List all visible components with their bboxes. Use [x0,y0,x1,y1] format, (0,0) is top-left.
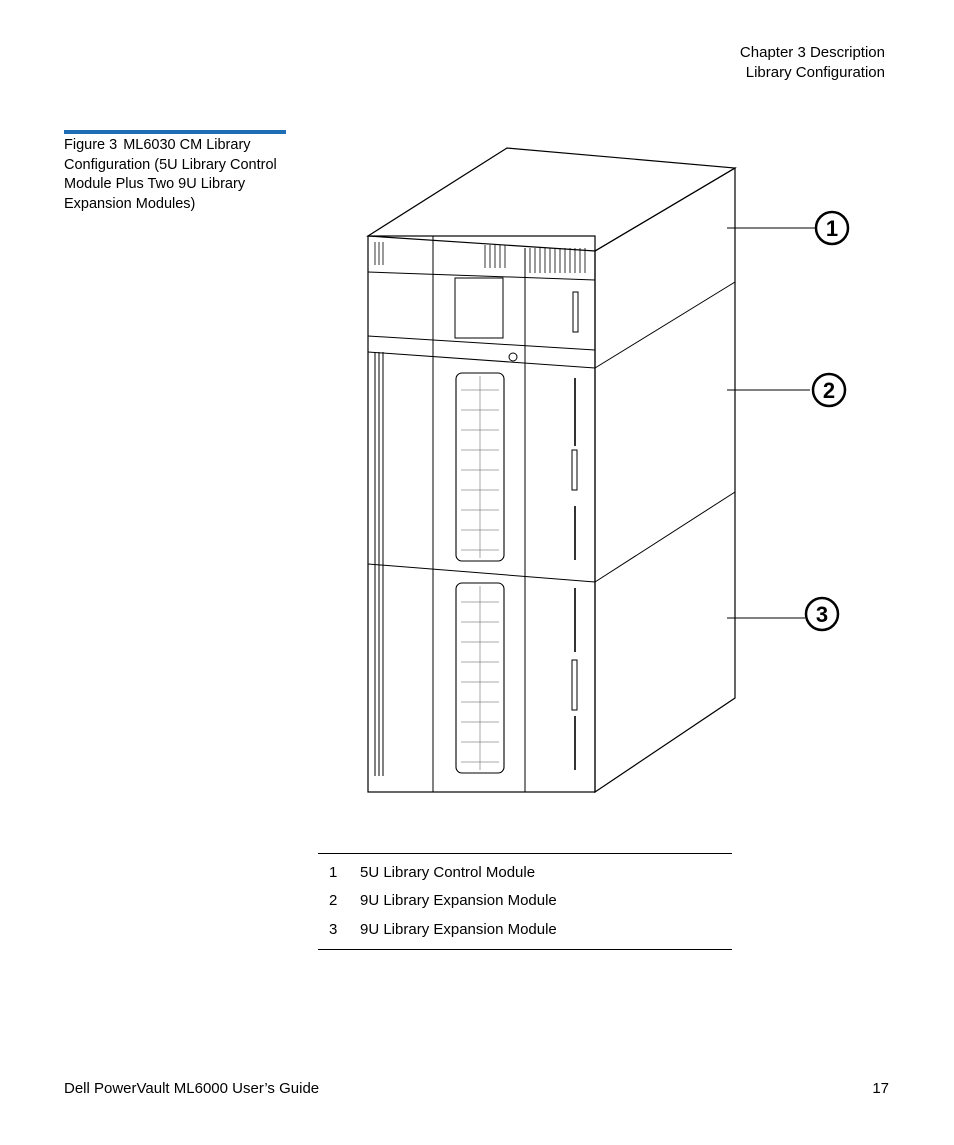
display-panel [454,277,504,339]
grille-lower [455,582,505,774]
callout-1-number: 1 [826,216,838,241]
legend-label: 9U Library Expansion Module [360,920,557,938]
figure-caption-text: ML6030 CM Library Configuration (5U Libr… [64,137,277,212]
legend-row: 3 9U Library Expansion Module [318,915,732,944]
page-header: Chapter 3 Description Library Configurat… [740,43,885,83]
footer-title: Dell PowerVault ML6000 User’s Guide [64,1080,320,1097]
legend-label: 5U Library Control Module [360,863,536,881]
grille-upper [455,372,505,562]
page-number: 17 [872,1080,889,1097]
callout-1-circle [814,210,850,246]
legend-label: 9U Library Expansion Module [360,892,557,910]
legend-table: 1 5U Library Control Module 2 9U Library… [318,853,732,950]
callout-2-number: 2 [823,378,835,403]
callout-3-number: 3 [816,602,828,627]
figure-number: Figure 3 [64,137,118,153]
side-panel [594,166,736,794]
library-illustration: 1 2 3 [366,147,850,794]
header-chapter: Chapter 3 Description [739,44,885,61]
front-face [367,235,596,793]
legend-row: 2 9U Library Expansion Module [318,887,732,916]
legend-number: 3 [329,920,338,938]
top-vents [374,242,586,273]
figure-rule [64,130,286,134]
power-button [508,352,518,362]
header-section: Library Configuration [745,64,885,81]
callout-2-circle [811,372,847,408]
legend-number: 2 [329,892,338,910]
callout-3-circle [804,596,840,632]
legend-number: 1 [329,863,338,881]
legend-row: 1 5U Library Control Module [318,858,732,887]
